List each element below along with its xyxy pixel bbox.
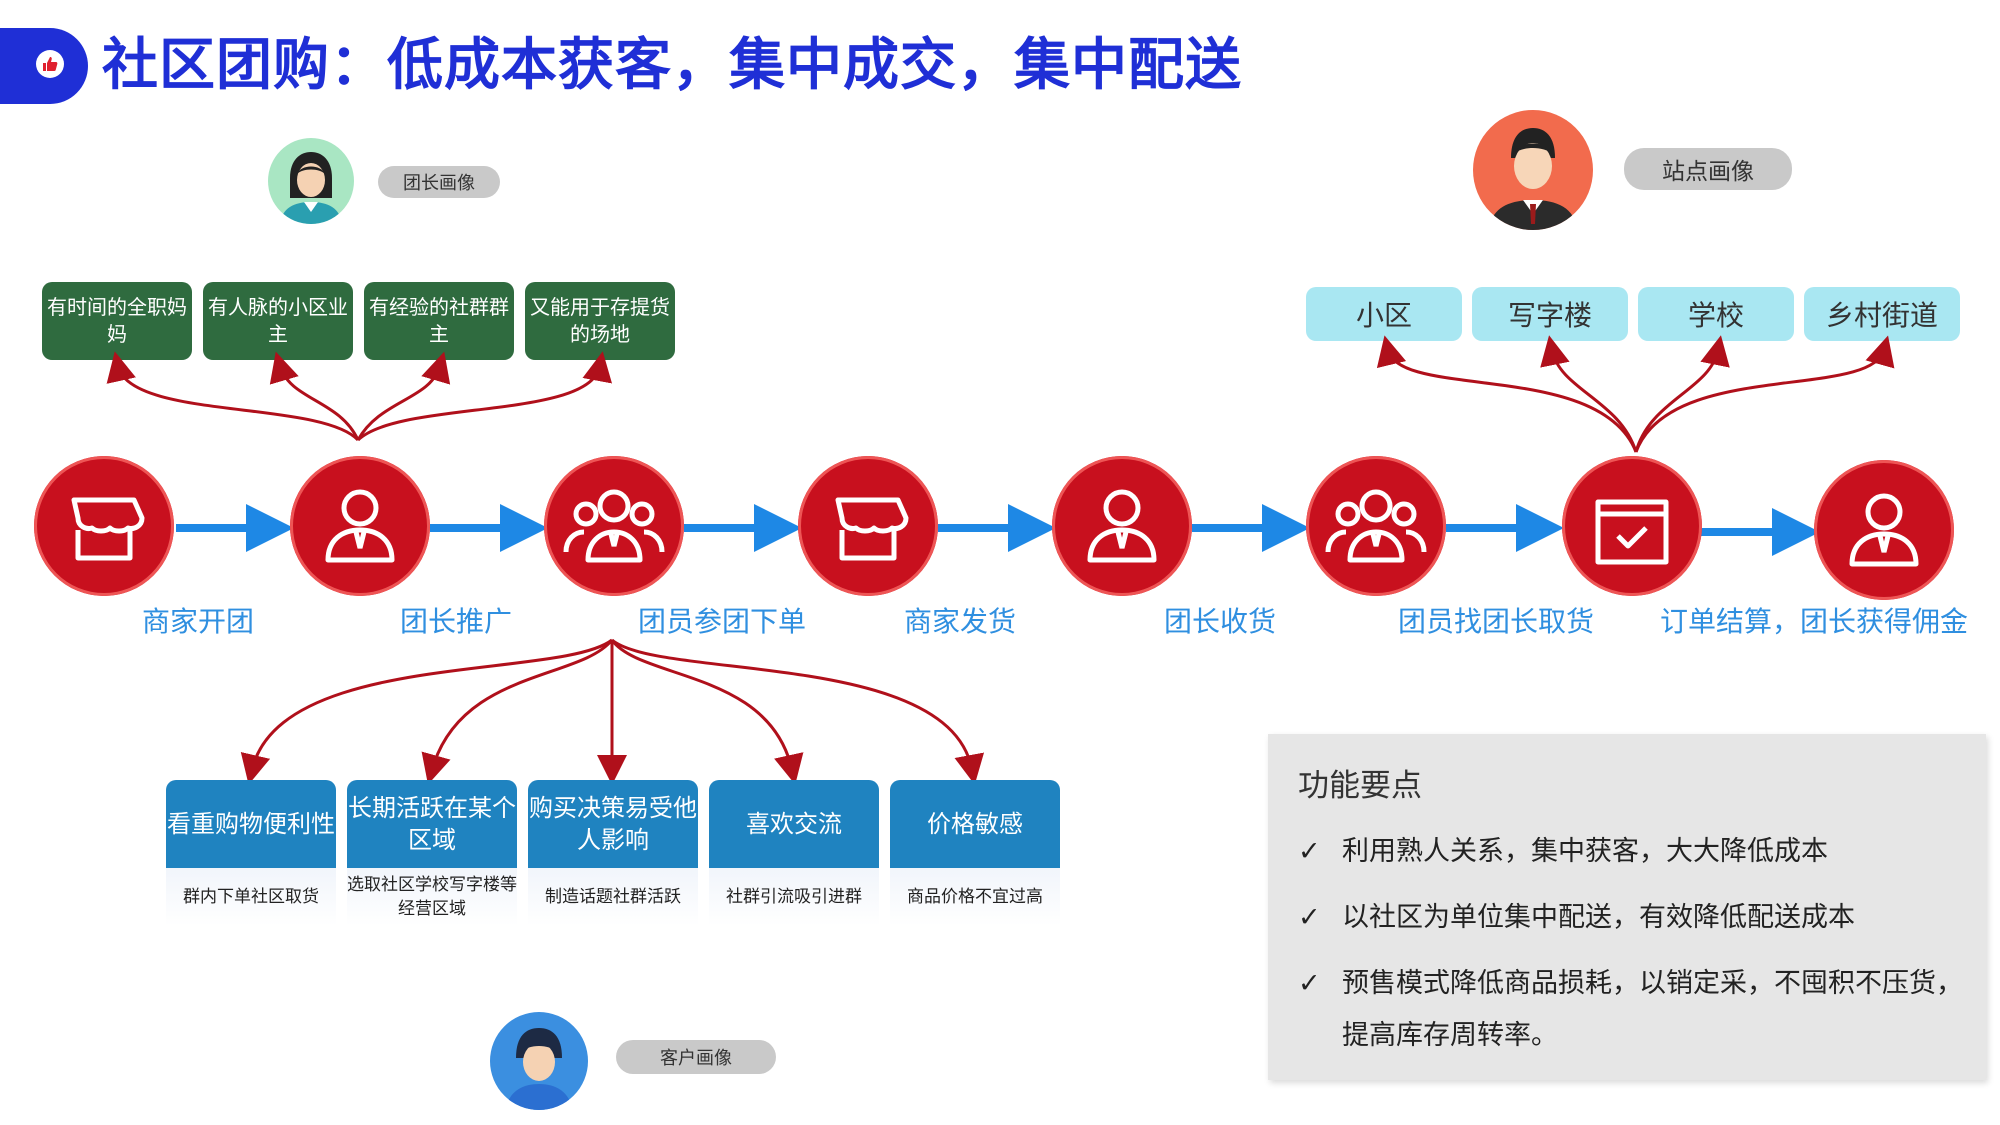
leader-avatar <box>268 138 354 224</box>
customer-trait-detail: 商品价格不宜过高 <box>890 868 1060 926</box>
site-tag: 学校 <box>1638 287 1794 341</box>
step-label: 商家开团 <box>142 605 255 638</box>
features-panel: 功能要点 ✓ 利用熟人关系，集中获客，大大降低成本 ✓ 以社区为单位集中配送，有效降… <box>1268 734 1986 1080</box>
step-circle <box>1052 456 1192 596</box>
customer-trait-detail: 群内下单社区取货 <box>166 868 336 926</box>
step-label: 团员参团下单 <box>638 605 807 638</box>
step-circle <box>1814 460 1954 600</box>
feature-text: 以社区为单位集中配送，有效降低配送成本 <box>1342 902 1855 933</box>
thumbs-up-icon <box>36 50 64 78</box>
leader-trait-box: 有时间的全职妈妈 <box>42 282 192 360</box>
customer-trait-title: 购买决策易受他人影响 <box>528 780 698 868</box>
leader-trait-box: 又能用于存提货的场地 <box>525 282 675 360</box>
feature-text: 利用熟人关系，集中获客，大大降低成本 <box>1342 836 1828 867</box>
site-profile-label: 站点画像 <box>1624 148 1792 190</box>
step-label: 商家发货 <box>904 605 1017 638</box>
flow-arrows <box>176 504 1820 556</box>
check-icon: ✓ <box>1298 902 1321 933</box>
title-tab <box>0 28 88 104</box>
customer-profile-label: 客户画像 <box>616 1040 776 1074</box>
step-label: 团员找团长取货 <box>1398 605 1595 638</box>
step-circle <box>544 456 684 596</box>
customer-trait-detail: 选取社区学校写字楼等经营区域 <box>347 868 517 926</box>
site-tag: 小区 <box>1306 287 1462 341</box>
step-circle <box>1306 456 1446 596</box>
person-icon <box>325 489 395 563</box>
step-circle <box>798 456 938 596</box>
customer-trait-card: 长期活跃在某个区域 选取社区学校写字楼等经营区域 <box>347 780 517 926</box>
site-tag: 乡村街道 <box>1804 287 1960 341</box>
site-avatar <box>1473 110 1593 230</box>
group-icon <box>1325 489 1427 563</box>
feature-item: ✓ 利用熟人关系，集中获客，大大降低成本 <box>1298 826 1972 878</box>
leader-profile-label: 团长画像 <box>378 166 500 198</box>
customer-trait-detail: 社群引流吸引进群 <box>709 868 879 926</box>
store-icon <box>835 497 909 561</box>
step-circle <box>1562 456 1702 596</box>
person-icon <box>1087 489 1157 563</box>
feature-text: 预售模式降低商品损耗，以销定采，不囤积不压货，提高库存周转率。 <box>1342 968 1963 1051</box>
person-icon <box>1849 493 1919 567</box>
customer-trait-card: 看重购物便利性 群内下单社区取货 <box>166 780 336 926</box>
customer-trait-card: 购买决策易受他人影响 制造话题社群活跃 <box>528 780 698 926</box>
check-icon: ✓ <box>1298 968 1321 999</box>
step-label: 团长收货 <box>1164 605 1277 638</box>
leader-trait-box: 有人脉的小区业主 <box>203 282 353 360</box>
customer-trait-title: 看重购物便利性 <box>166 780 336 868</box>
customer-trait-card: 价格敏感 商品价格不宜过高 <box>890 780 1060 926</box>
customer-fan-arrows <box>240 638 985 785</box>
customer-trait-title: 价格敏感 <box>890 780 1060 868</box>
site-fan-arrows <box>1376 335 1895 453</box>
feature-item: ✓ 预售模式降低商品损耗，以销定采，不囤积不压货，提高库存周转率。 <box>1298 958 1972 1062</box>
check-icon: ✓ <box>1298 836 1321 867</box>
site-tag: 写字楼 <box>1472 287 1628 341</box>
page-title: 社区团购：低成本获客，集中成交，集中配送 <box>102 33 1242 98</box>
customer-trait-detail: 制造话题社群活跃 <box>528 868 698 926</box>
store-icon <box>71 497 145 561</box>
checkbox-icon <box>1595 499 1669 565</box>
step-label: 订单结算，团长获得佣金 <box>1660 605 1969 638</box>
leader-fan-arrows <box>106 351 612 442</box>
customer-trait-title: 喜欢交流 <box>709 780 879 868</box>
step-circle <box>34 456 174 596</box>
customer-trait-title: 长期活跃在某个区域 <box>347 780 517 868</box>
group-icon <box>563 489 665 563</box>
step-label: 团长推广 <box>400 605 513 638</box>
feature-item: ✓ 以社区为单位集中配送，有效降低配送成本 <box>1298 892 1972 944</box>
leader-trait-box: 有经验的社群群主 <box>364 282 514 360</box>
features-title: 功能要点 <box>1298 768 1422 804</box>
customer-avatar <box>490 1012 588 1110</box>
step-circle <box>290 456 430 596</box>
customer-trait-card: 喜欢交流 社群引流吸引进群 <box>709 780 879 926</box>
